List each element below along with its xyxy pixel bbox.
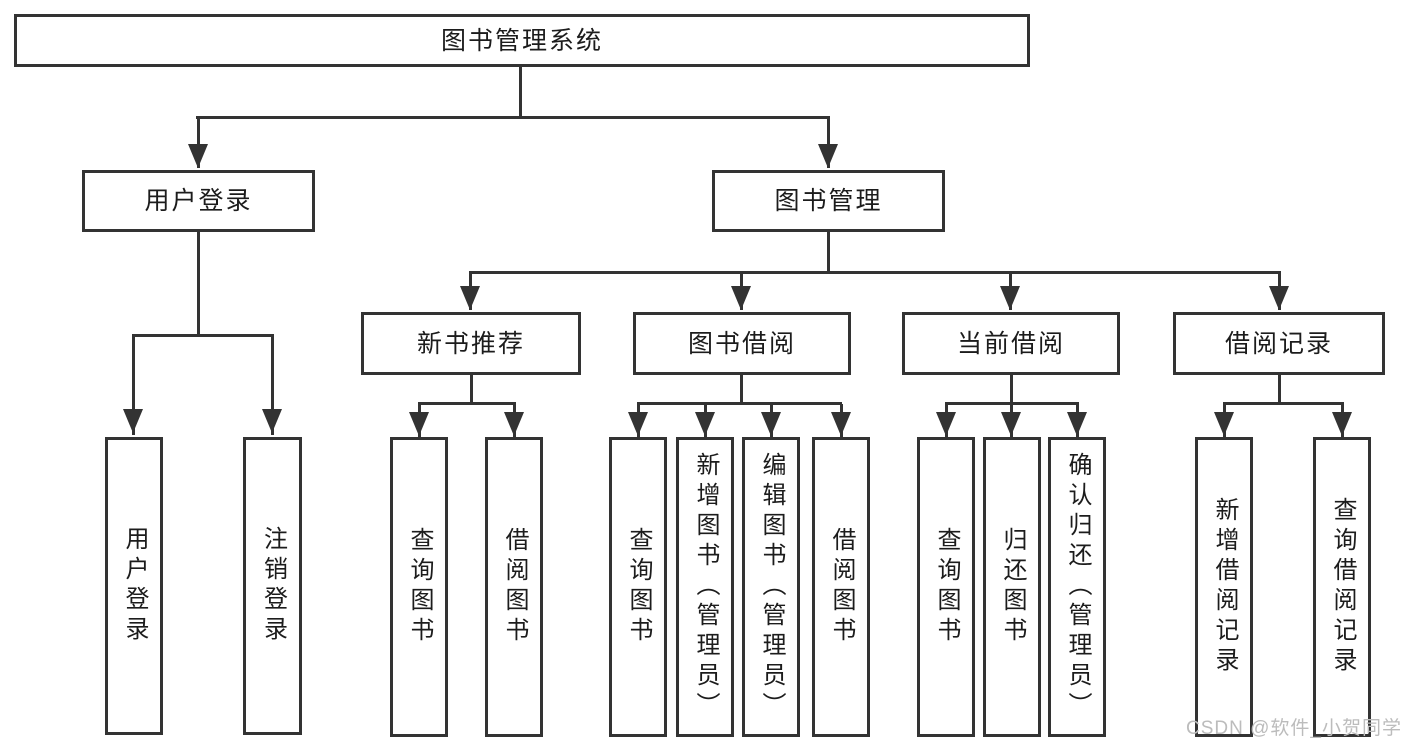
- connector-drop-book-management: [827, 118, 830, 168]
- connector-level2-hline: [196, 116, 830, 119]
- arrowhead-down: [1000, 286, 1020, 310]
- arrowhead-down: [761, 412, 781, 436]
- node-borrow-records: 借阅记录: [1173, 312, 1385, 375]
- arrowhead-down: [188, 144, 208, 168]
- connector-drop-leaf: [132, 336, 135, 435]
- arrowhead-down: [409, 412, 429, 436]
- node-new-book-recommend: 新书推荐: [361, 312, 581, 375]
- arrowhead-down: [831, 412, 851, 436]
- arrowhead-down: [1269, 286, 1289, 310]
- arrowhead-down: [695, 412, 715, 436]
- leaf-add-book-admin: 新增图书（管理员）: [676, 437, 734, 737]
- arrowhead-down: [731, 286, 751, 310]
- connector-group-hline: [945, 402, 1079, 405]
- arrowhead-down: [628, 412, 648, 436]
- leaf-query-books-recommend: 查询图书: [390, 437, 448, 737]
- connector-drop-user-login: [197, 118, 200, 168]
- arrowhead-down: [1332, 412, 1352, 436]
- leaf-query-borrow-record: 查询借阅记录: [1313, 437, 1371, 737]
- connector-book-mgmt-trunk: [827, 232, 830, 273]
- leaf-confirm-return-admin: 确认归还（管理员）: [1048, 437, 1106, 737]
- connector-group-trunk: [470, 375, 473, 404]
- connector-level3-hline: [469, 271, 1281, 274]
- arrowhead-down: [936, 412, 956, 436]
- arrowhead-down: [460, 286, 480, 310]
- connector-group-trunk: [740, 375, 743, 404]
- csdn-watermark: CSDN @软件_小贺同学: [1186, 718, 1402, 739]
- arrowhead-down: [504, 412, 524, 436]
- connector-drop-leaf: [271, 336, 274, 435]
- node-book-management: 图书管理: [712, 170, 945, 232]
- node-current-borrow: 当前借阅: [902, 312, 1120, 375]
- arrowhead-down: [818, 144, 838, 168]
- connector-group-trunk: [1278, 375, 1281, 404]
- connector-group-hline: [418, 402, 516, 405]
- connector-root-trunk: [519, 67, 522, 117]
- connector-user-login-trunk: [197, 232, 200, 336]
- connector-group-hline: [637, 402, 842, 405]
- leaf-return-book: 归还图书: [983, 437, 1041, 737]
- node-book-borrow: 图书借阅: [633, 312, 851, 375]
- leaf-borrow-books: 借阅图书: [812, 437, 870, 737]
- leaf-query-books-borrow: 查询图书: [609, 437, 667, 737]
- arrowhead-down: [1001, 412, 1021, 436]
- leaf-edit-book-admin: 编辑图书（管理员）: [742, 437, 800, 737]
- connector-group-hline: [1223, 402, 1344, 405]
- leaf-logout: 注销登录: [243, 437, 302, 735]
- arrowhead-down: [123, 409, 143, 433]
- arrowhead-down: [1214, 412, 1234, 436]
- node-root: 图书管理系统: [14, 14, 1030, 67]
- arrowhead-down: [1067, 412, 1087, 436]
- leaf-user-login: 用户登录: [105, 437, 163, 735]
- leaf-add-borrow-record: 新增借阅记录: [1195, 437, 1253, 737]
- leaf-borrow-books-recommend: 借阅图书: [485, 437, 543, 737]
- arrowhead-down: [262, 409, 282, 433]
- connector-user-login-hline: [132, 334, 274, 337]
- node-user-login: 用户登录: [82, 170, 315, 232]
- connector-group-trunk: [1010, 375, 1013, 404]
- leaf-query-books-current: 查询图书: [917, 437, 975, 737]
